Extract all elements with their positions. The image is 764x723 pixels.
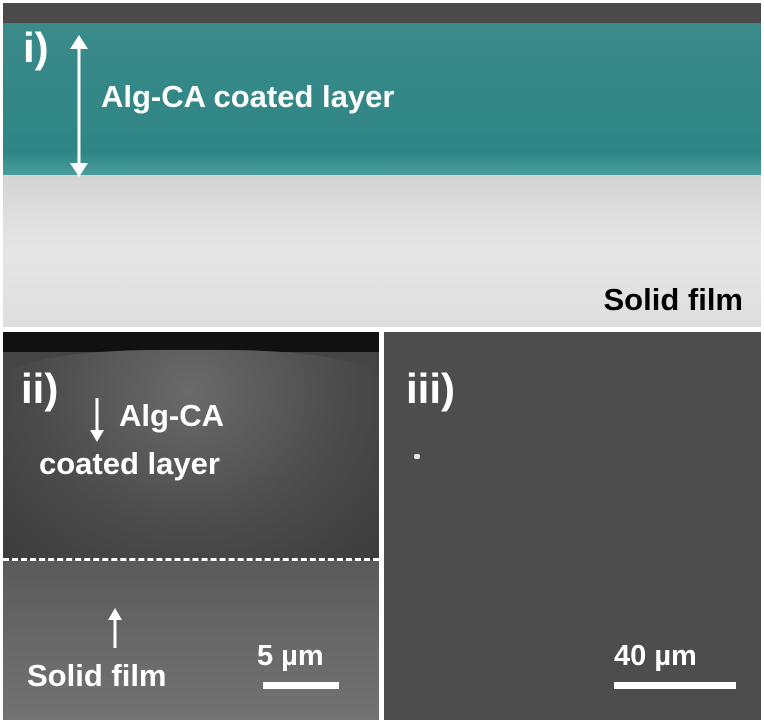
panel-i-tag: i): [23, 24, 49, 71]
coated-layer-region: [3, 350, 379, 560]
scale-bar-label: 40 µm: [614, 640, 697, 672]
surface-particle: [414, 454, 420, 459]
panel-ii-tag: ii): [21, 365, 59, 412]
panel-ii-sem-cross-section: ii) Alg-CA coated layer Solid film 5 µm: [3, 332, 379, 720]
double-headed-arrow-icon: [70, 35, 88, 177]
panel-iii-sem-surface: iii) 40 µm: [384, 332, 761, 720]
panel-iii-tag: iii): [406, 365, 455, 412]
coated-layer-label-line1: Alg-CA: [119, 398, 225, 433]
solid-film-region: [3, 560, 379, 720]
solid-film-label: Solid film: [603, 282, 744, 317]
background-dark-band: [3, 332, 379, 352]
top-dark-band: [3, 3, 761, 23]
scale-bar-label: 5 µm: [257, 640, 324, 672]
solid-film-label: Solid film: [27, 658, 167, 693]
scale-bar: [263, 682, 339, 689]
solid-film-region: [3, 175, 761, 327]
coated-layer-region: [3, 23, 761, 175]
up-arrow-icon: [108, 608, 122, 648]
scale-bar: [614, 682, 736, 689]
panel-i-optical-image: i) Alg-CA coated layer Solid film: [3, 3, 761, 327]
coated-layer-label: Alg-CA coated layer: [101, 79, 395, 114]
coated-layer-label-line2: coated layer: [39, 446, 220, 481]
interface-dashed-line: [3, 558, 379, 561]
down-arrow-icon: [90, 398, 104, 442]
